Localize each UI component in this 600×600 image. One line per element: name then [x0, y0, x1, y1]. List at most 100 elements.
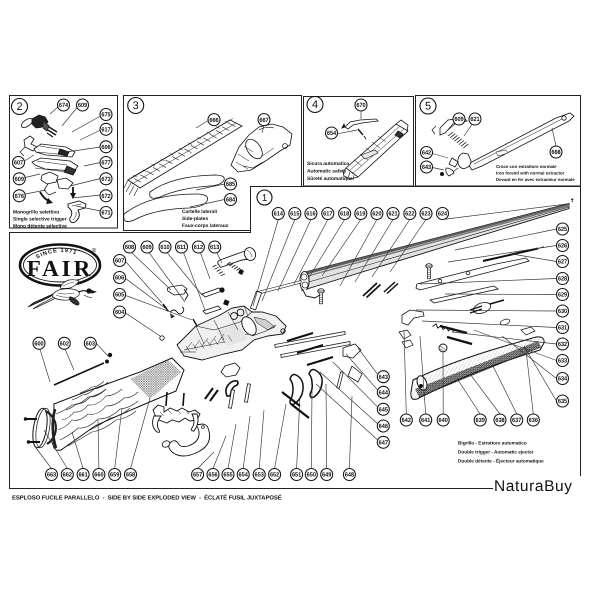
svg-text:622: 622 [405, 211, 415, 218]
svg-text:607: 607 [115, 258, 125, 265]
svg-text:627: 627 [558, 259, 568, 266]
svg-text:4: 4 [312, 99, 318, 111]
svg-text:645: 645 [379, 406, 389, 413]
svg-text:3: 3 [133, 100, 139, 112]
svg-text:600: 600 [34, 340, 44, 347]
svg-text:Automatic safety: Automatic safety [307, 169, 347, 175]
svg-text:617: 617 [323, 211, 333, 218]
svg-text:654: 654 [327, 130, 337, 137]
svg-text:621: 621 [388, 211, 398, 218]
svg-text:606: 606 [101, 144, 111, 151]
svg-text:609: 609 [78, 102, 88, 109]
svg-text:FAIR: FAIR [27, 256, 94, 281]
svg-text:616: 616 [306, 211, 316, 218]
svg-text:Devant en fer avec extracteur: Devant en fer avec extracteur normale [496, 177, 575, 182]
svg-text:639: 639 [476, 417, 486, 424]
svg-text:655: 655 [223, 472, 233, 479]
svg-text:602: 602 [60, 340, 70, 347]
svg-text:Monogrillo selettivo: Monogrillo selettivo [13, 210, 59, 216]
svg-text:Croce con estrattore normale: Croce con estrattore normale [496, 164, 557, 169]
svg-text:633: 633 [558, 358, 568, 365]
svg-text:610: 610 [160, 244, 170, 251]
svg-text:628: 628 [558, 276, 568, 283]
svg-text:609: 609 [454, 116, 464, 123]
svg-text:642: 642 [422, 150, 432, 157]
svg-text:651: 651 [292, 472, 302, 479]
svg-text:643: 643 [379, 374, 389, 381]
svg-text:673: 673 [101, 176, 111, 183]
svg-text:607: 607 [14, 160, 24, 167]
svg-text:657: 657 [193, 472, 203, 479]
svg-text:670: 670 [356, 102, 366, 109]
svg-text:635: 635 [558, 398, 568, 405]
svg-text:624: 624 [438, 211, 448, 218]
svg-text:640: 640 [439, 417, 449, 424]
svg-text:676: 676 [15, 193, 25, 200]
svg-text:®: ® [92, 247, 97, 254]
svg-text:614: 614 [274, 211, 284, 218]
svg-text:Single selective trigger: Single selective trigger [13, 217, 67, 223]
svg-text:615: 615 [290, 211, 300, 218]
svg-text:654: 654 [239, 472, 249, 479]
svg-text:637: 637 [512, 417, 522, 424]
svg-text:671: 671 [101, 210, 111, 217]
svg-text:611: 611 [177, 244, 187, 251]
svg-text:658: 658 [126, 472, 136, 479]
svg-text:621: 621 [470, 116, 480, 123]
svg-text:652: 652 [270, 472, 280, 479]
svg-text:629: 629 [558, 292, 568, 299]
svg-text:632: 632 [558, 341, 568, 348]
svg-text:636: 636 [529, 417, 539, 424]
svg-text:ESPLOSO FUCILE PARALLELO - S: ESPLOSO FUCILE PARALLELO - SIDE BY SIDE … [12, 494, 282, 502]
svg-text:623: 623 [421, 211, 431, 218]
svg-text:675: 675 [101, 112, 111, 119]
svg-text:667: 667 [259, 117, 269, 124]
svg-text:674: 674 [59, 102, 69, 109]
svg-text:644: 644 [379, 389, 389, 396]
svg-text:Side-plates: Side-plates [182, 216, 208, 222]
svg-text:Sicura automatica: Sicura automatica [307, 161, 349, 167]
svg-text:Mono détente sélective: Mono détente sélective [13, 223, 67, 229]
svg-text:638: 638 [495, 417, 505, 424]
svg-text:659: 659 [110, 472, 120, 479]
svg-text:634: 634 [558, 376, 568, 383]
svg-text:Bigrillo - Estrattore automati: Bigrillo - Estrattore automatico [458, 441, 527, 446]
svg-text:Sûreté automatique: Sûreté automatique [307, 176, 353, 182]
svg-text:2: 2 [16, 101, 22, 113]
svg-text:642: 642 [402, 417, 412, 424]
svg-text:609: 609 [142, 244, 152, 251]
svg-text:5: 5 [425, 101, 431, 113]
svg-text:648: 648 [345, 472, 355, 479]
svg-text:617: 617 [101, 126, 111, 133]
svg-text:Double trigger - Automatic eje: Double trigger - Automatic ejector [458, 450, 534, 455]
svg-text:608: 608 [125, 244, 135, 251]
svg-text:619: 619 [356, 211, 366, 218]
svg-text:663: 663 [47, 472, 57, 479]
svg-text:603: 603 [86, 340, 96, 347]
svg-text:630: 630 [558, 308, 568, 315]
svg-text:626: 626 [558, 243, 568, 250]
svg-text:1: 1 [262, 193, 268, 204]
svg-text:613: 613 [210, 244, 220, 251]
svg-text:NaturaBuy: NaturaBuy [494, 478, 573, 495]
svg-text:605: 605 [115, 292, 125, 299]
svg-text:Iron forend with normal extrac: Iron forend with normal extractor [496, 171, 565, 176]
svg-text:668: 668 [551, 149, 561, 156]
svg-text:649: 649 [322, 472, 332, 479]
svg-text:631: 631 [558, 325, 568, 332]
svg-text:650: 650 [307, 472, 317, 479]
svg-text:672: 672 [101, 193, 111, 200]
svg-text:Cartelle laterali: Cartelle laterali [182, 209, 218, 215]
svg-text:641: 641 [421, 417, 431, 424]
svg-text:643: 643 [422, 164, 432, 171]
svg-text:662: 662 [63, 472, 73, 479]
svg-text:Double détente - Éjecteur auto: Double détente - Éjecteur automatique [458, 458, 544, 464]
svg-text:646: 646 [379, 423, 389, 430]
svg-text:660: 660 [94, 472, 104, 479]
svg-text:612: 612 [194, 244, 204, 251]
svg-text:684: 684 [226, 197, 236, 204]
svg-text:653: 653 [255, 472, 265, 479]
svg-text:604: 604 [115, 309, 125, 316]
svg-text:618: 618 [340, 211, 350, 218]
svg-text:677: 677 [101, 160, 111, 167]
